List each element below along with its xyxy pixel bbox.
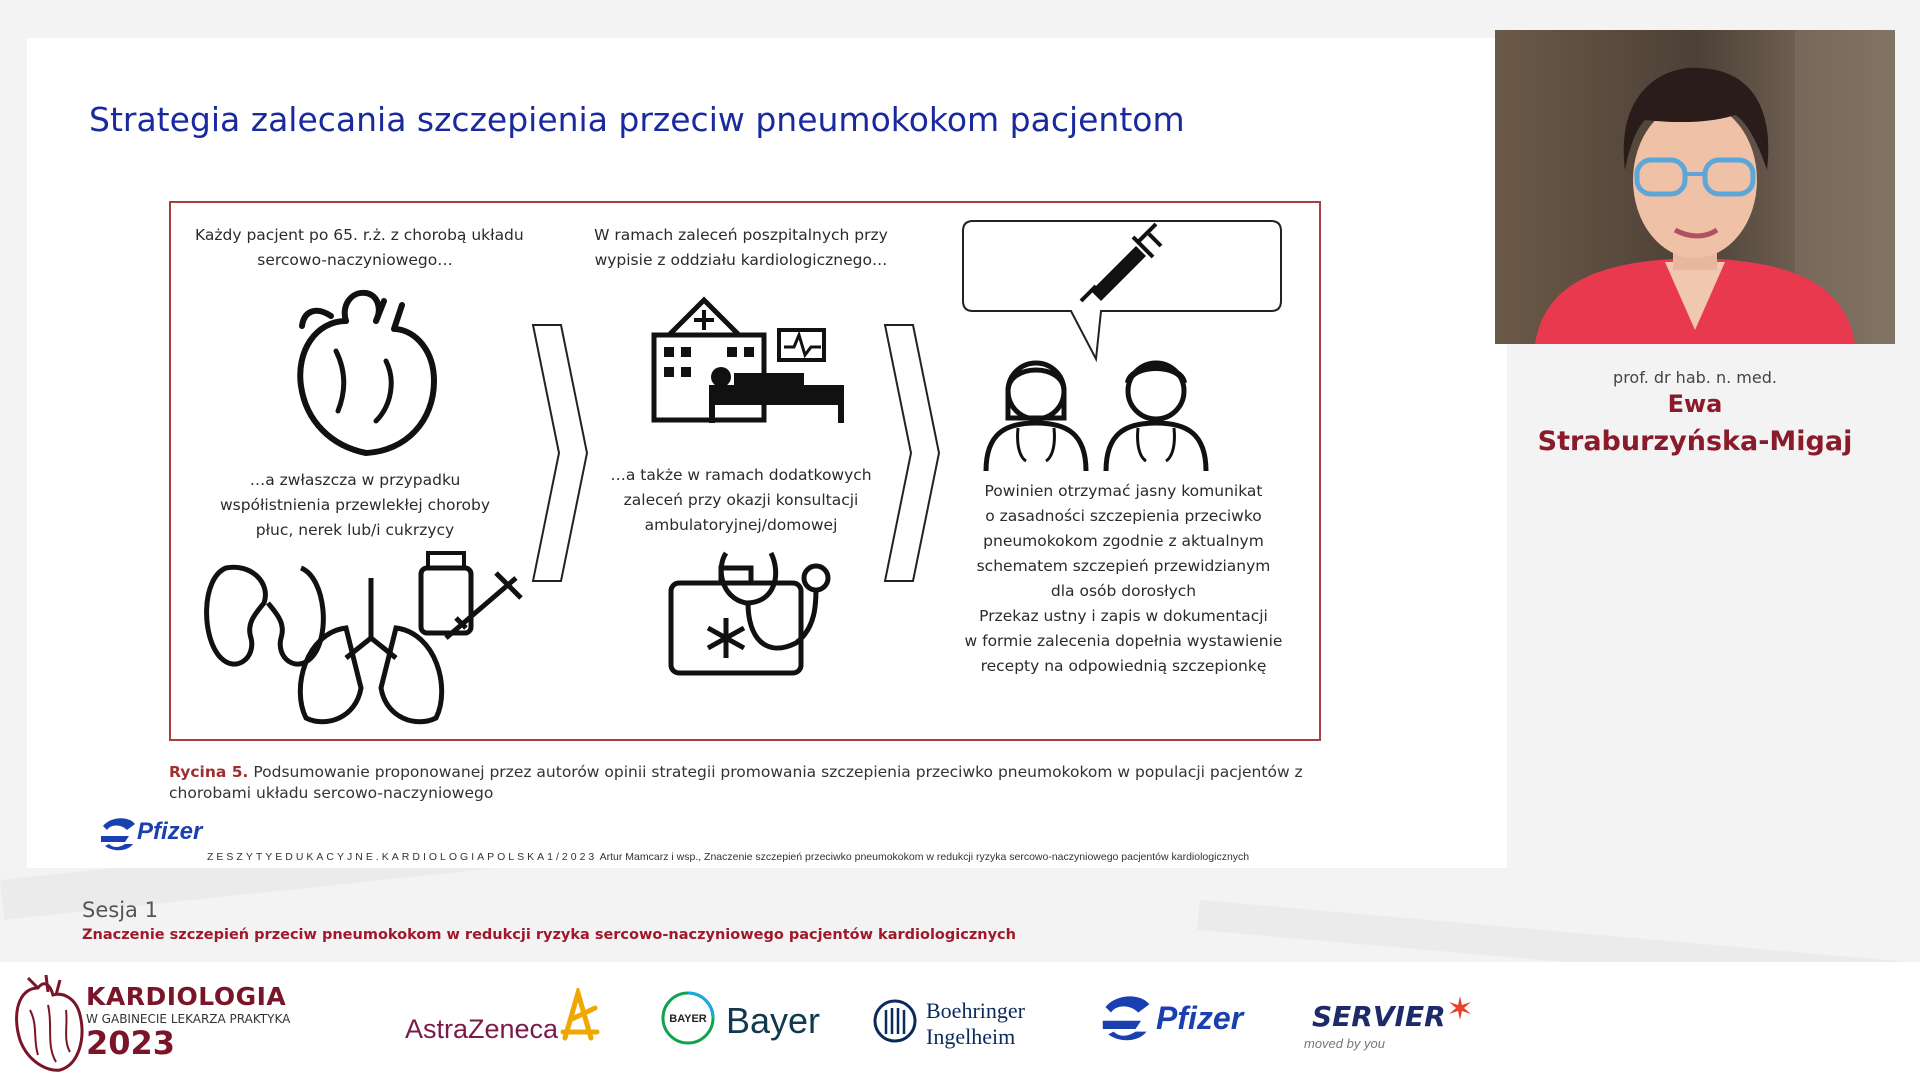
boehringer-text-2: Ingelheim xyxy=(926,1024,1015,1050)
figure-caption: Rycina 5. Podsumowanie proponowanej prze… xyxy=(169,762,1369,804)
bayer-text: Bayer xyxy=(726,1000,820,1042)
caption-text: Podsumowanie proponowanej przez autorów … xyxy=(169,763,1303,802)
event-name: KARDIOLOGIA xyxy=(86,982,286,1011)
bayer-cross-text: BAYER xyxy=(669,1013,707,1025)
col1-bottom-text: …a zwłaszcza w przypadku współistnienia … xyxy=(195,468,515,543)
servier-tagline: moved by you xyxy=(1304,1036,1385,1051)
speaker-video xyxy=(1495,30,1895,344)
servier-text: SERVIER xyxy=(1312,1000,1446,1033)
hospital-bed-icon xyxy=(649,285,849,425)
citation-reference: Artur Mamcarz i wsp., Znaczenie szczepie… xyxy=(597,851,1249,863)
sponsor-footer: KARDIOLOGIA W GABINECIE LEKARZA PRAKTYKA… xyxy=(0,962,1920,1080)
speaker-last-name: Straburzyńska-Migaj xyxy=(1495,426,1895,457)
caption-label: Rycina 5. xyxy=(169,763,248,781)
boehringer-logo: Boehringer Ingelheim xyxy=(872,984,1052,1060)
session-label: Sesja 1 xyxy=(82,898,158,922)
speaker-portrait xyxy=(1495,30,1895,344)
pfizer-swirl-icon xyxy=(1100,992,1152,1044)
boehringer-symbol-icon xyxy=(872,998,918,1044)
pfizer-footer-text: Pfizer xyxy=(1156,1000,1243,1037)
col2-top-text: W ramach zaleceń poszpitalnych przy wypi… xyxy=(571,223,911,273)
col2-bottom-text: …a także w ramach dodatkowych zaleceń pr… xyxy=(571,463,911,538)
figure-box: Każdy pacjent po 65. r.ż. z chorobą ukła… xyxy=(169,201,1321,741)
pfizer-logo: Pfizer xyxy=(99,812,209,856)
pfizer-logo-text: Pfizer xyxy=(137,818,202,846)
col3-text: Powinien otrzymać jasny komunikat o zasa… xyxy=(946,479,1301,679)
event-year: 2023 xyxy=(86,1024,175,1062)
citation-journal: ZESZYTYEDUKACYJNE.KARDIOLOGIAPOLSKA1/202… xyxy=(207,851,597,863)
servier-star-icon xyxy=(1446,994,1474,1022)
citation: ZESZYTYEDUKACYJNE.KARDIOLOGIAPOLSKA1/202… xyxy=(207,851,1497,863)
chevron-right-icon xyxy=(531,323,591,583)
presentation-slide: Strategia zalecania szczepienia przeciw … xyxy=(27,38,1507,868)
organs-medicine-icon xyxy=(196,548,526,728)
chevron-right-icon xyxy=(883,323,943,583)
session-title: Znaczenie szczepień przeciw pneumokokom … xyxy=(82,927,1016,943)
medical-bag-stethoscope-icon xyxy=(666,548,846,678)
astrazeneca-symbol-icon xyxy=(555,988,601,1044)
doctors-icon xyxy=(976,353,1216,473)
heart-icon xyxy=(276,281,456,461)
pfizer-swirl-icon xyxy=(99,816,137,852)
speech-bubble-icon xyxy=(961,219,1285,369)
pfizer-footer-logo: Pfizer xyxy=(1100,984,1250,1060)
servier-logo: SERVIER moved by you xyxy=(1302,984,1482,1060)
heart-logo-icon xyxy=(8,970,88,1074)
speaker-first-name: Ewa xyxy=(1495,390,1895,418)
astrazeneca-text: AstraZeneca xyxy=(405,1014,558,1045)
boehringer-text-1: Boehringer xyxy=(926,998,1025,1024)
bayer-cross-icon: BAYER xyxy=(660,990,716,1046)
bayer-logo: BAYER Bayer xyxy=(660,984,830,1060)
col1-top-text: Każdy pacjent po 65. r.ż. z chorobą ukła… xyxy=(195,223,515,273)
speaker-academic-title: prof. dr hab. n. med. xyxy=(1495,368,1895,387)
slide-title: Strategia zalecania szczepienia przeciw … xyxy=(89,100,1185,139)
astrazeneca-logo: AstraZeneca xyxy=(405,984,605,1060)
